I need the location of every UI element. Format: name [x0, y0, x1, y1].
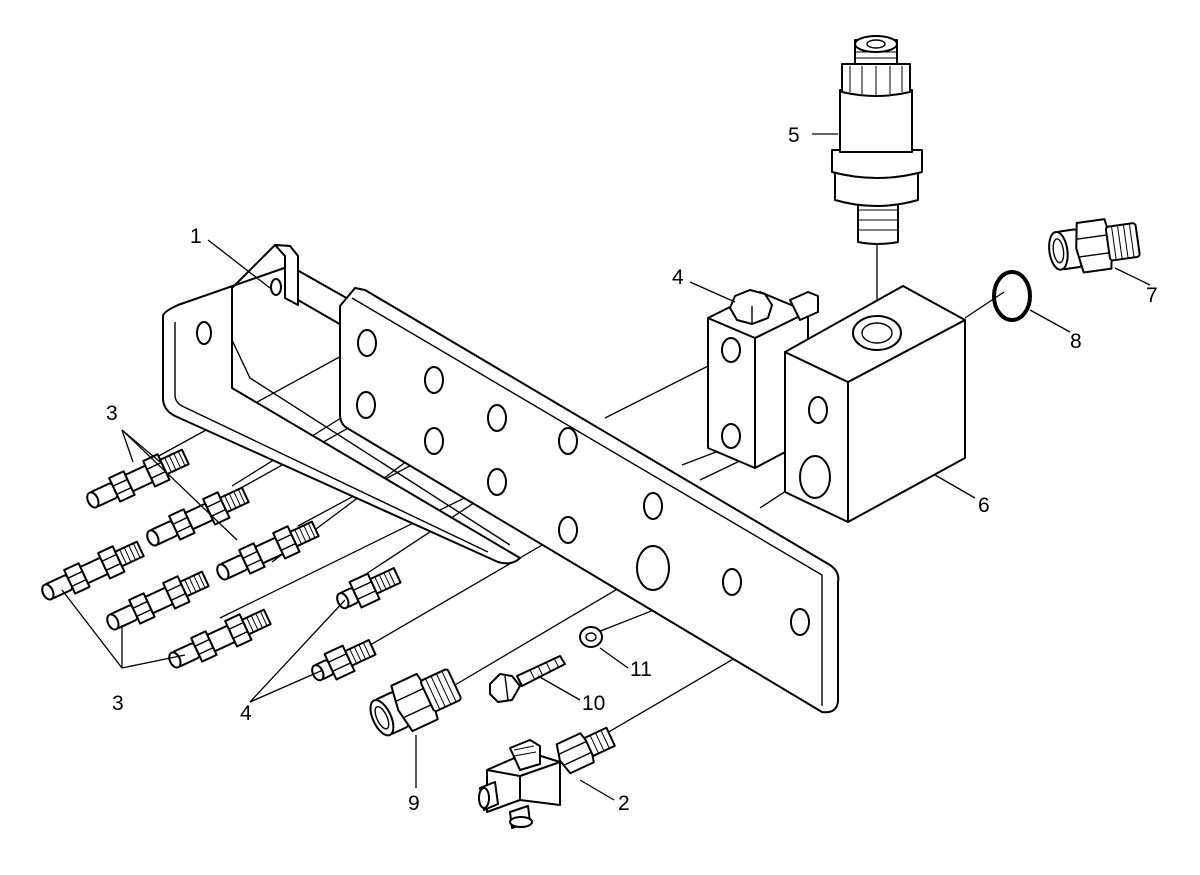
callout-4-block: 4 [672, 266, 684, 289]
adapter-fitting-7 [1045, 213, 1143, 278]
callout-8: 8 [1070, 330, 1082, 353]
washer [579, 626, 603, 648]
callout-3-upper: 3 [106, 402, 118, 425]
callout-1: 1 [190, 225, 202, 248]
tee-fitting [478, 726, 616, 829]
callout-10: 10 [582, 692, 605, 715]
callout-9: 9 [408, 792, 420, 815]
o-ring [992, 270, 1032, 322]
straight-fittings-3 [36, 443, 323, 676]
callout-3-lower: 3 [112, 692, 124, 715]
leader-lines [61, 133, 1151, 801]
callout-2: 2 [618, 792, 630, 815]
callout-4-fittings: 4 [240, 702, 252, 725]
main-valve-block [784, 285, 966, 523]
callout-11: 11 [630, 658, 652, 681]
callout-7: 7 [1146, 284, 1158, 307]
small-valve-block [707, 289, 819, 469]
mounting-bracket [162, 244, 840, 714]
bolt [489, 655, 566, 703]
callout-labels: 1 2 3 3 4 4 5 6 7 8 9 10 11 [106, 124, 1158, 815]
callout-6: 6 [978, 494, 990, 517]
adapter-fitting-9 [362, 660, 467, 746]
pressure-switch [831, 35, 923, 245]
callout-5: 5 [788, 124, 800, 147]
